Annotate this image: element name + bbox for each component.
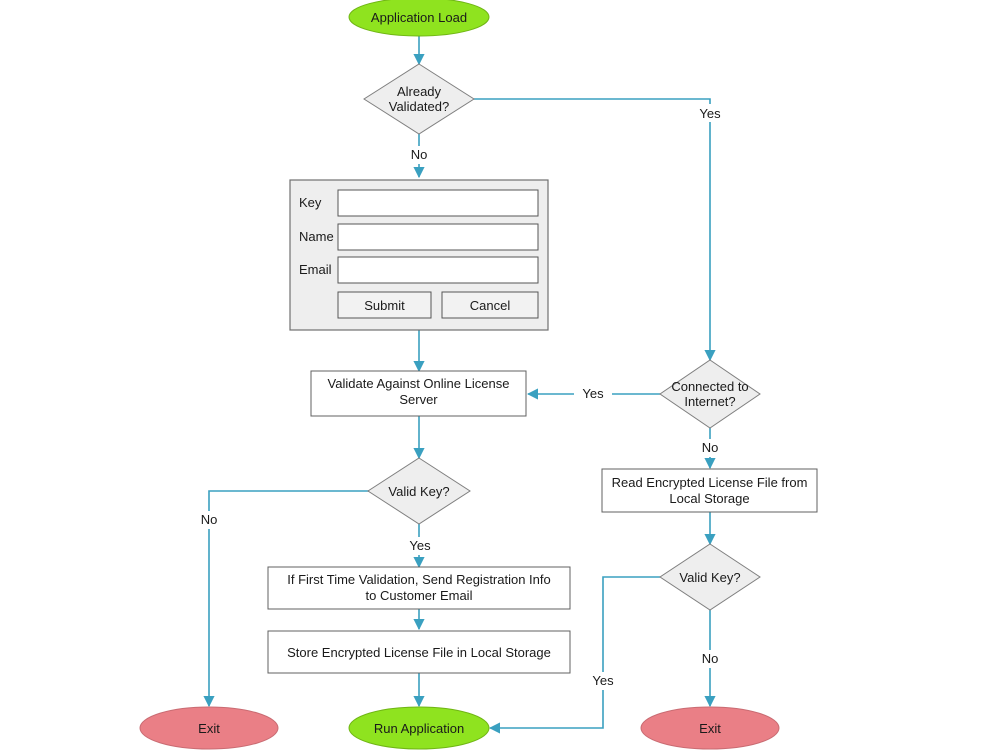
node-exit-left: Exit bbox=[139, 706, 279, 750]
email-field[interactable] bbox=[337, 256, 539, 284]
email-label: Email bbox=[299, 262, 332, 277]
submit-button-label: Submit bbox=[364, 298, 405, 313]
node-valid-key-left-label: Valid Key? bbox=[388, 484, 449, 499]
node-read-license-line2: Local Storage bbox=[669, 491, 749, 506]
key-label: Key bbox=[299, 195, 322, 210]
node-first-time-line2: to Customer Email bbox=[366, 588, 473, 603]
node-already-validated-line2: Validated? bbox=[389, 99, 449, 114]
node-store-license-label: Store Encrypted License File in Local St… bbox=[287, 645, 551, 660]
node-exit-left-label: Exit bbox=[198, 721, 220, 736]
edge-validkey-right-yes bbox=[488, 576, 660, 734]
node-run-application: Run Application bbox=[348, 706, 490, 750]
node-first-time-line1: If First Time Validation, Send Registrat… bbox=[287, 572, 551, 587]
node-application-load: Application Load bbox=[348, 0, 490, 37]
edge-validated-yes bbox=[474, 98, 716, 362]
node-already-validated-line1: Already bbox=[397, 84, 442, 99]
node-validate-online-line2: Server bbox=[399, 392, 438, 407]
label-validkey-right-yes: Yes bbox=[592, 673, 614, 688]
cancel-button[interactable]: Cancel bbox=[441, 291, 539, 319]
node-connected-line1: Connected to bbox=[671, 379, 748, 394]
label-validated-yes: Yes bbox=[699, 106, 721, 121]
node-exit-right-label: Exit bbox=[699, 721, 721, 736]
label-validkey-left-yes: Yes bbox=[409, 538, 431, 553]
node-already-validated: Already Validated? bbox=[363, 63, 475, 135]
node-validate-online: Validate Against Online License Server bbox=[310, 370, 527, 417]
node-valid-key-right-label: Valid Key? bbox=[679, 570, 740, 585]
node-connected-line2: Internet? bbox=[684, 394, 735, 409]
label-connected-no: No bbox=[702, 440, 719, 455]
key-field[interactable] bbox=[337, 189, 539, 217]
registration-form: Key Name Email Submit Cancel bbox=[289, 179, 549, 331]
node-application-load-label: Application Load bbox=[371, 10, 467, 25]
node-first-time-validation: If First Time Validation, Send Registrat… bbox=[267, 566, 571, 610]
node-read-license-line1: Read Encrypted License File from bbox=[612, 475, 808, 490]
name-field[interactable] bbox=[337, 223, 539, 251]
node-run-application-label: Run Application bbox=[374, 721, 464, 736]
node-connected-internet: Connected to Internet? bbox=[659, 359, 761, 429]
name-label: Name bbox=[299, 229, 334, 244]
label-validated-no: No bbox=[411, 147, 428, 162]
node-valid-key-left: Valid Key? bbox=[367, 457, 471, 525]
cancel-button-label: Cancel bbox=[470, 298, 511, 313]
submit-button[interactable]: Submit bbox=[337, 291, 432, 319]
label-validkey-right-no: No bbox=[702, 651, 719, 666]
node-valid-key-right: Valid Key? bbox=[659, 543, 761, 611]
label-validkey-left-no: No bbox=[201, 512, 218, 527]
edge-validkey-left-no bbox=[203, 490, 370, 708]
edge-labels: Yes No Yes No No Yes Yes No bbox=[196, 104, 726, 690]
node-read-license: Read Encrypted License File from Local S… bbox=[601, 468, 818, 513]
node-exit-right: Exit bbox=[640, 706, 780, 750]
node-validate-online-line1: Validate Against Online License bbox=[328, 376, 510, 391]
label-connected-yes: Yes bbox=[582, 386, 604, 401]
node-store-license: Store Encrypted License File in Local St… bbox=[267, 630, 571, 674]
